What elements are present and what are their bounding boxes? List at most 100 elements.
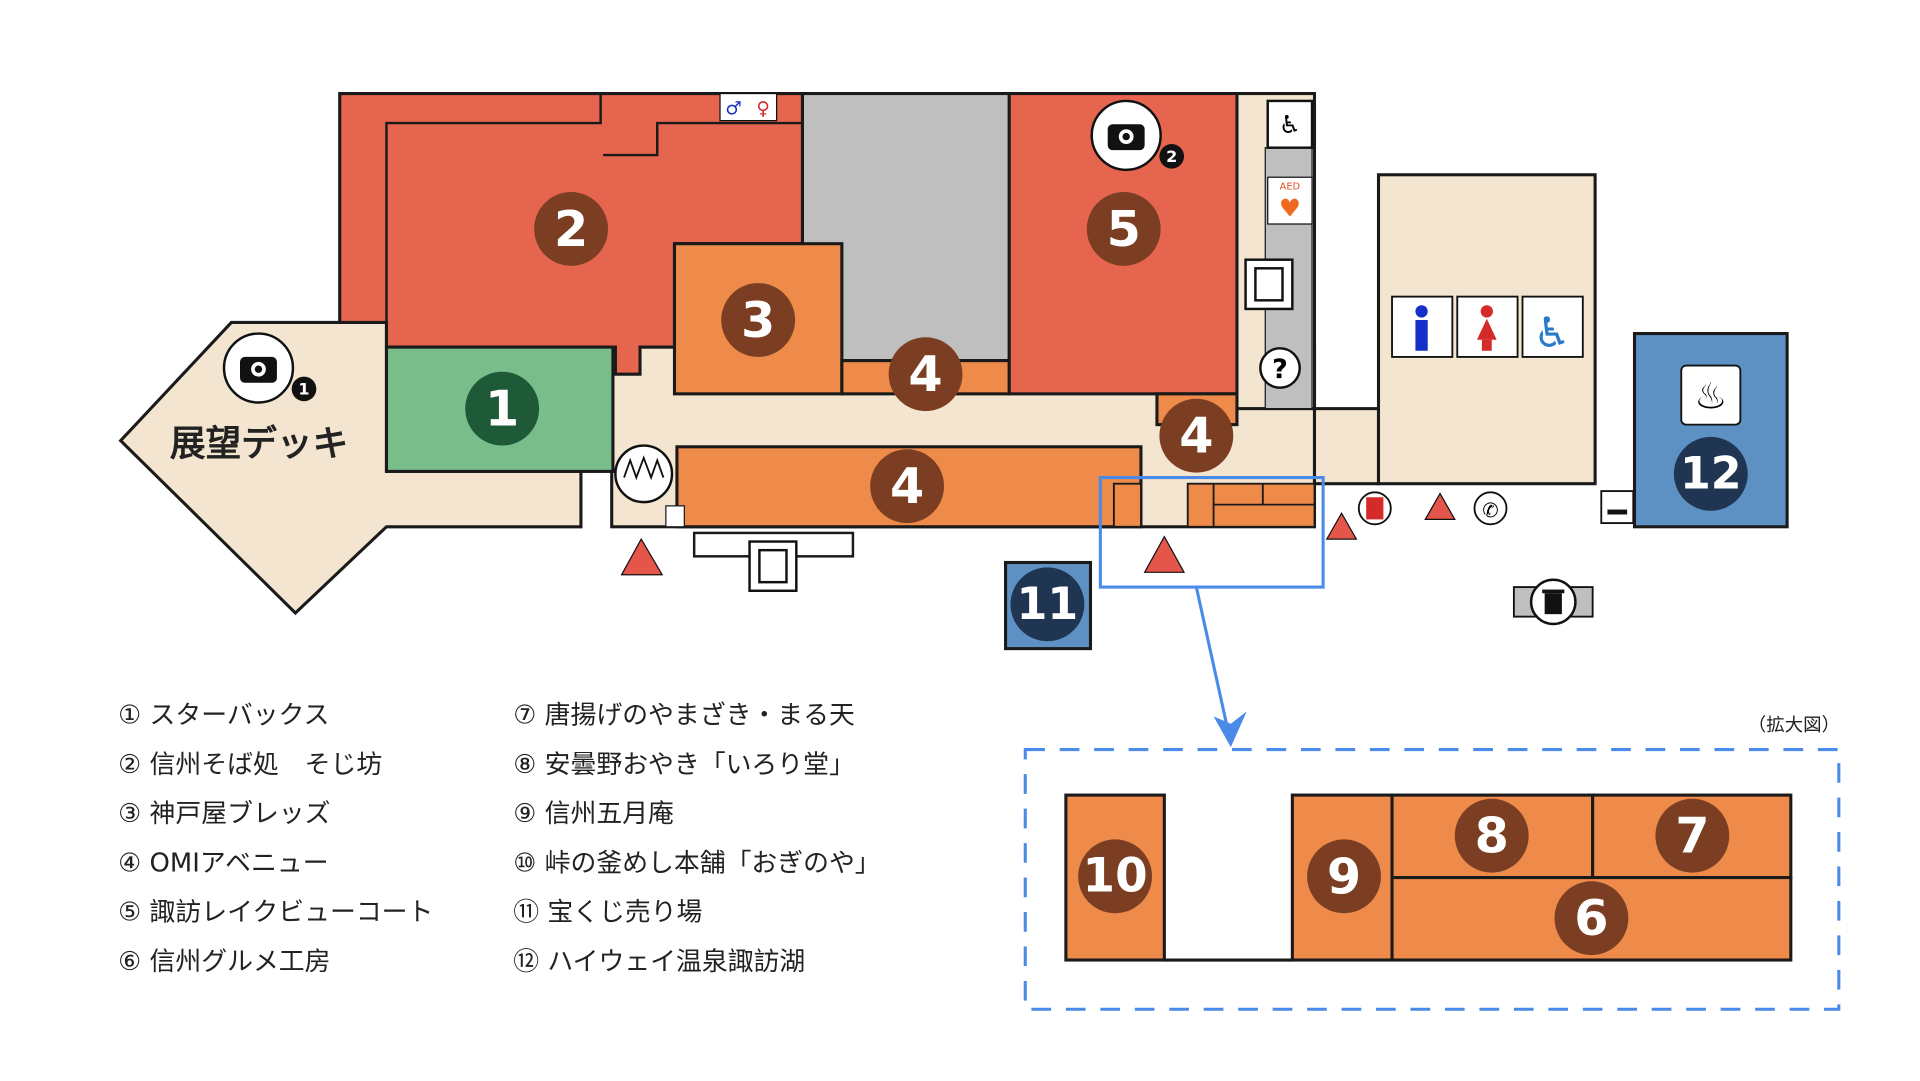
svg-text:2: 2 (554, 200, 588, 258)
svg-text:4: 4 (908, 345, 942, 403)
inset-marker-10[interactable]: 10 (1078, 839, 1153, 914)
legend-item[interactable]: ⑥ 信州グルメ工房 (118, 942, 330, 979)
legend-item[interactable]: ⑦ 唐揚げのやまざき・まる天 (513, 695, 855, 732)
legend-number: ⑥ (118, 946, 142, 977)
svg-text:♥: ♥ (1279, 194, 1301, 223)
legend-item[interactable]: ⑫ ハイウェイ温泉諏訪湖 (513, 942, 805, 979)
toilet-icon-small: ♂ ♀ (719, 92, 778, 122)
legend-item[interactable]: ① スターバックス (118, 695, 329, 732)
area-marker-1[interactable]: 1 (465, 371, 540, 446)
legend-number: ⑪ (513, 897, 540, 927)
svg-text:1: 1 (485, 380, 519, 438)
legend-name: 信州そば処 そじ坊 (149, 749, 383, 780)
area-marker-11[interactable]: 11 (1010, 567, 1085, 642)
inset-marker-6[interactable]: 6 (1554, 881, 1629, 956)
emergency-exit-icon (620, 537, 664, 576)
inset-marker-7[interactable]: 7 (1655, 798, 1730, 873)
area-marker-4[interactable]: 4 (870, 449, 945, 524)
legend-name: ハイウェイ温泉諏訪湖 (547, 946, 806, 977)
vending-machine-icon[interactable] (748, 540, 798, 593)
vending-machine-icon[interactable] (1244, 258, 1294, 311)
svg-text:5: 5 (1107, 200, 1141, 258)
aed-icon[interactable]: AED♥ (1267, 176, 1313, 225)
zoom-view-label: （拡大図） (1747, 713, 1841, 737)
legend-name: 安曇野おやき「いろり堂」 (544, 749, 855, 780)
inset-marker-8[interactable]: 8 (1454, 798, 1529, 873)
svg-text:♿: ♿ (1533, 308, 1571, 357)
legend-name: 宝くじ売り場 (547, 897, 703, 927)
legend-item[interactable]: ⑩ 峠の釜めし本舗「おぎのや」 (513, 843, 880, 880)
svg-text:2: 2 (1166, 147, 1177, 166)
area-marker-5[interactable]: 5 (1086, 192, 1161, 266)
legend-item[interactable]: ⑪ 宝くじ売り場 (513, 892, 702, 929)
svg-text:♨: ♨ (1694, 375, 1727, 418)
mailbox-icon[interactable] (1357, 491, 1392, 526)
legend-number: ⑩ (513, 848, 537, 878)
legend-name: スターバックス (149, 700, 330, 730)
trash-icon[interactable] (1512, 578, 1594, 626)
svg-text:3: 3 (741, 291, 775, 349)
toilet-female-icon[interactable] (1456, 295, 1519, 358)
emergency-exit-icon (1143, 535, 1186, 573)
legend-name: 神戸屋ブレッズ (149, 798, 331, 829)
svg-text:♂: ♂ (725, 98, 742, 119)
wheelchair-icon[interactable]: ♿ (1521, 295, 1584, 358)
small-kiosk (665, 505, 685, 528)
area-marker-3[interactable]: 3 (721, 283, 796, 357)
legend-item[interactable]: ⑨ 信州五月庵 (513, 794, 674, 831)
smoking-area-icon[interactable] (1600, 490, 1635, 525)
legend-item[interactable]: ⑤ 諏訪レイクビューコート (118, 892, 433, 929)
svg-text:10: 10 (1083, 849, 1148, 903)
information-icon[interactable]: ? (1259, 347, 1301, 389)
svg-text:♿: ♿ (1279, 110, 1301, 139)
svg-text:11: 11 (1017, 579, 1079, 630)
suwa-logo-icon (614, 444, 674, 504)
area-2-inner-wall (385, 93, 602, 348)
area-marker-12[interactable]: 12 (1673, 436, 1748, 511)
area-10-mini[interactable] (1112, 482, 1142, 528)
legend-name: OMIアベニュー (149, 848, 329, 878)
hot-spring-icon[interactable]: ♨ (1680, 364, 1742, 426)
toilet-male-icon[interactable] (1391, 295, 1454, 358)
emergency-exit-icon (1325, 512, 1358, 540)
inset-marker-9[interactable]: 9 (1307, 839, 1381, 914)
legend-name: 唐揚げのやまざき・まる天 (544, 700, 855, 730)
legend-number: ① (118, 700, 142, 730)
connector-corridor (1312, 407, 1381, 486)
emergency-exit-icon (1424, 492, 1456, 521)
area-marker-4[interactable]: 4 (888, 337, 963, 412)
legend-item[interactable]: ④ OMIアベニュー (118, 843, 328, 880)
svg-text:7: 7 (1675, 807, 1709, 865)
nursing-room-icon[interactable]: ♿ (1266, 99, 1314, 149)
legend-item[interactable]: ⑧ 安曇野おやき「いろり堂」 (513, 745, 855, 782)
legend-item[interactable]: ③ 神戸屋ブレッズ (118, 794, 330, 831)
svg-text:12: 12 (1680, 448, 1742, 499)
legend-number: ⑫ (513, 946, 540, 977)
svg-text:AED: AED (1280, 182, 1301, 193)
legend-name: 信州グルメ工房 (149, 946, 331, 977)
svg-text:9: 9 (1327, 847, 1361, 905)
legend-number: ⑦ (513, 700, 537, 730)
svg-text:4: 4 (1179, 407, 1213, 465)
legend-number: ⑧ (513, 749, 537, 780)
svg-text:8: 8 (1475, 807, 1509, 865)
legend-number: ④ (118, 848, 142, 878)
legend-number: ② (118, 749, 142, 780)
area-marker-2[interactable]: 2 (534, 192, 609, 266)
area-marker-4[interactable]: 4 (1159, 398, 1234, 473)
legend-number: ⑤ (118, 897, 142, 927)
legend-item[interactable]: ② 信州そば処 そじ坊 (118, 745, 382, 782)
legend-number: ⑨ (513, 798, 537, 829)
observation-deck-label: 展望デッキ (170, 423, 348, 464)
svg-text:♀: ♀ (756, 98, 770, 119)
camera-icon[interactable]: 2 (1090, 99, 1185, 172)
camera-icon[interactable]: 1 (222, 332, 317, 404)
legend-name: 峠の釜めし本舗「おぎのや」 (544, 848, 881, 878)
phone-icon[interactable]: ✆ (1473, 491, 1508, 526)
zoom-inset-frame (1023, 748, 1841, 1011)
legend-name: 信州五月庵 (544, 798, 674, 829)
zoom-highlight-box (1098, 476, 1325, 589)
svg-text:4: 4 (890, 457, 924, 515)
